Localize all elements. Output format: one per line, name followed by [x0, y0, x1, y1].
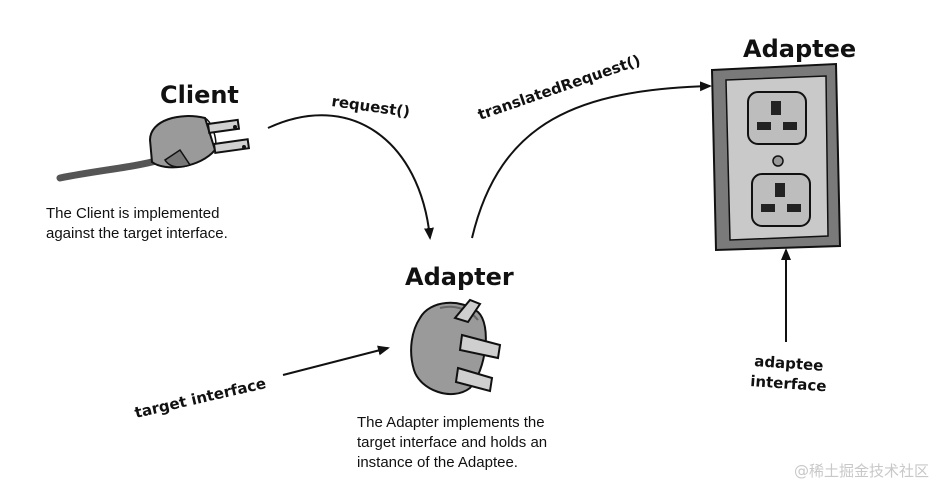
- translated-request-label: translatedRequest(): [475, 51, 642, 124]
- adaptee-interface-label-line1: adaptee: [754, 352, 824, 375]
- adaptee-title: Adaptee: [743, 35, 856, 63]
- adapter-plug-icon: [410, 298, 502, 395]
- client-description-line: against the target interface.: [46, 225, 228, 242]
- adapter-description-line: The Adapter implements the: [357, 414, 545, 431]
- target-interface-arrow: [282, 345, 390, 376]
- adaptee-outlet-icon: [710, 62, 842, 252]
- watermark: @稀土掘金技术社区: [793, 462, 929, 480]
- adapter-description-line: instance of the Adaptee.: [357, 454, 518, 471]
- adaptee-interface-label-line2: interface: [750, 372, 827, 395]
- client-description: The Client is implemented against the ta…: [46, 204, 228, 244]
- target-interface-label: target interface: [133, 374, 268, 422]
- translated-request-arrow: [471, 81, 712, 239]
- client-description-line: The Client is implemented: [46, 205, 220, 222]
- adapter-description-line: target interface and holds an: [357, 434, 548, 451]
- request-arrow: [267, 114, 434, 240]
- client-plug-icon: [56, 115, 251, 182]
- adapter-description: The Adapter implements the target interf…: [357, 413, 547, 473]
- adapter-title: Adapter: [405, 263, 514, 291]
- client-title: Client: [160, 81, 239, 109]
